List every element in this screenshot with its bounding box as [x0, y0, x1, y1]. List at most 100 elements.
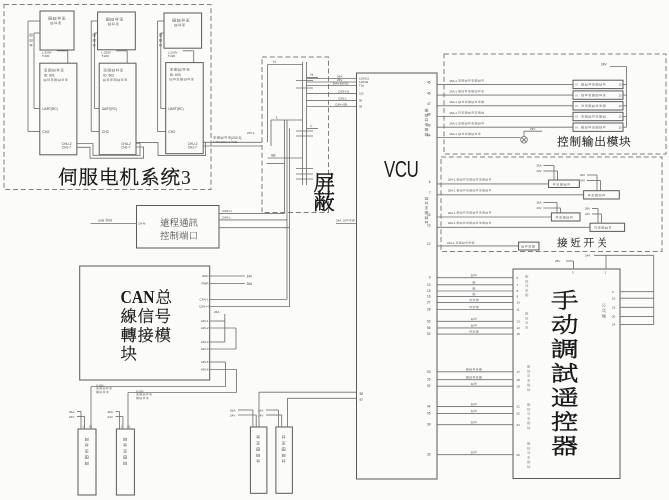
svg-text:CH2: CH2 — [168, 130, 175, 134]
svg-text:AIN-3: AIN-3 — [201, 340, 209, 344]
svg-text:10: 10 — [427, 224, 431, 228]
svg-text:T:220: T:220 — [42, 54, 50, 58]
svg-text:110/111: 110/111 — [359, 80, 369, 84]
svg-text:T2a: T2a — [359, 84, 364, 88]
svg-text:16: 16 — [427, 213, 431, 217]
svg-text:26A: 26A — [585, 207, 590, 211]
svg-text:26A-1: 26A-1 — [448, 189, 456, 193]
svg-text:49: 49 — [427, 123, 431, 127]
svg-text:7: 7 — [517, 283, 519, 287]
svg-text:05: 05 — [427, 411, 431, 415]
svg-text:K1: K1 — [89, 425, 93, 429]
svg-text:26A: 26A — [69, 410, 74, 414]
svg-text:24V: 24V — [601, 62, 608, 66]
svg-text:9: 9 — [429, 276, 431, 280]
svg-text:92: 92 — [427, 332, 431, 336]
svg-text:24V: 24V — [108, 415, 113, 419]
svg-text:N: N — [576, 83, 578, 87]
svg-text:VCU: VCU — [384, 156, 419, 182]
svg-text:3: 3 — [572, 271, 574, 275]
svg-text:L: L — [276, 116, 278, 120]
svg-text:2: 2 — [121, 425, 123, 429]
svg-text:CAN-H: CAN-H — [222, 209, 232, 213]
svg-text:26A: 26A — [214, 310, 219, 314]
svg-text:26: 26 — [427, 378, 431, 382]
svg-text:26A: 26A — [337, 75, 342, 79]
svg-text:15: 15 — [517, 332, 521, 336]
svg-text:2X0.3: 2X0.3 — [247, 131, 255, 135]
svg-text:24V: 24V — [580, 179, 585, 183]
svg-text:CHU-2: CHU-2 — [62, 142, 72, 146]
svg-text:46: 46 — [427, 91, 431, 95]
svg-text:CHU-2: CHU-2 — [121, 142, 131, 146]
svg-text:CAN-H: CAN-H — [199, 305, 209, 309]
svg-text:26A: 26A — [580, 173, 585, 177]
svg-text:CH1-7: CH1-7 — [188, 146, 197, 150]
svg-text:12: 12 — [427, 242, 431, 246]
svg-text:1: 1 — [605, 271, 607, 275]
svg-text:CH2: CH2 — [42, 130, 49, 134]
svg-text:H: H — [273, 60, 276, 64]
svg-text:93: 93 — [427, 370, 431, 374]
svg-text:N: N — [576, 115, 578, 119]
svg-text:13: 13 — [517, 319, 521, 323]
svg-text:24V: 24V — [530, 127, 535, 131]
svg-text:10: 10 — [517, 301, 521, 305]
svg-text:26V: 26V — [555, 259, 560, 263]
svg-text:26A+26V(J): 26A+26V(J) — [333, 82, 349, 86]
svg-text:24A: 24A — [336, 219, 341, 223]
svg-text:ID: 601: ID: 601 — [44, 73, 55, 77]
svg-text:26A-1: 26A-1 — [448, 178, 456, 182]
svg-text:24V: 24V — [537, 169, 542, 173]
svg-text:24V: 24V — [585, 212, 590, 216]
svg-text:CH-M: CH-M — [138, 222, 146, 226]
svg-text:04: 04 — [427, 405, 431, 409]
svg-text:AIN-5: AIN-5 — [201, 360, 209, 364]
svg-text:26A: 26A — [108, 410, 113, 414]
svg-text:N: N — [576, 93, 578, 97]
svg-text:13: 13 — [619, 125, 623, 129]
svg-text:AIN-4: AIN-4 — [201, 347, 209, 351]
svg-text:120/121: 120/121 — [359, 77, 370, 81]
svg-text:26A-1: 26A-1 — [450, 79, 458, 83]
svg-text:UART(RC): UART(RC) — [168, 107, 183, 111]
svg-text:92: 92 — [427, 384, 431, 388]
svg-text:26A-1: 26A-1 — [448, 211, 456, 215]
svg-text:98: 98 — [360, 392, 364, 396]
svg-text:5: 5 — [517, 276, 519, 280]
svg-text:AIN-2: AIN-2 — [201, 326, 209, 330]
svg-text:24V: 24V — [69, 415, 74, 419]
svg-text:K1: K1 — [127, 425, 131, 429]
svg-text:16: 16 — [427, 295, 431, 299]
svg-text:CAN+SB: CAN+SB — [335, 103, 347, 107]
svg-text:T:220: T:220 — [168, 54, 176, 58]
svg-text:24: 24 — [612, 323, 616, 327]
svg-text:L:220V: L:220V — [101, 50, 111, 54]
svg-text:CH1-7: CH1-7 — [121, 146, 130, 150]
svg-text:SB: SB — [271, 154, 276, 158]
svg-text:L: L — [311, 124, 313, 128]
svg-text:1.0M (20L) 3.7CM: 1.0M (20L) 3.7CM — [213, 140, 238, 144]
svg-text:(2X0.3): (2X0.3) — [231, 136, 241, 140]
svg-text:20: 20 — [612, 315, 616, 319]
svg-text:CH2: CH2 — [102, 130, 109, 134]
svg-text:10: 10 — [612, 296, 616, 300]
svg-text:26: 26 — [517, 453, 521, 457]
svg-text:32: 32 — [427, 453, 431, 457]
svg-text:26V: 26V — [337, 78, 342, 82]
svg-text:10: 10 — [427, 283, 431, 287]
svg-text:ID: 603: ID: 603 — [170, 73, 181, 77]
svg-text:6: 6 — [612, 290, 614, 294]
svg-text:0-10V: 0-10V — [136, 390, 144, 394]
svg-text:UART(RC): UART(RC) — [102, 107, 117, 111]
svg-text:18: 18 — [517, 378, 521, 382]
svg-text:15: 15 — [427, 289, 431, 293]
svg-text:26A-1: 26A-1 — [450, 132, 458, 136]
svg-text:PWR: PWR — [202, 282, 210, 286]
svg-text:13: 13 — [619, 104, 623, 108]
svg-text:6: 6 — [429, 180, 431, 184]
svg-text:28: 28 — [427, 308, 431, 312]
svg-text:8: 8 — [517, 289, 519, 293]
svg-text:102: 102 — [359, 92, 364, 96]
svg-text:26A-1: 26A-1 — [450, 122, 458, 126]
